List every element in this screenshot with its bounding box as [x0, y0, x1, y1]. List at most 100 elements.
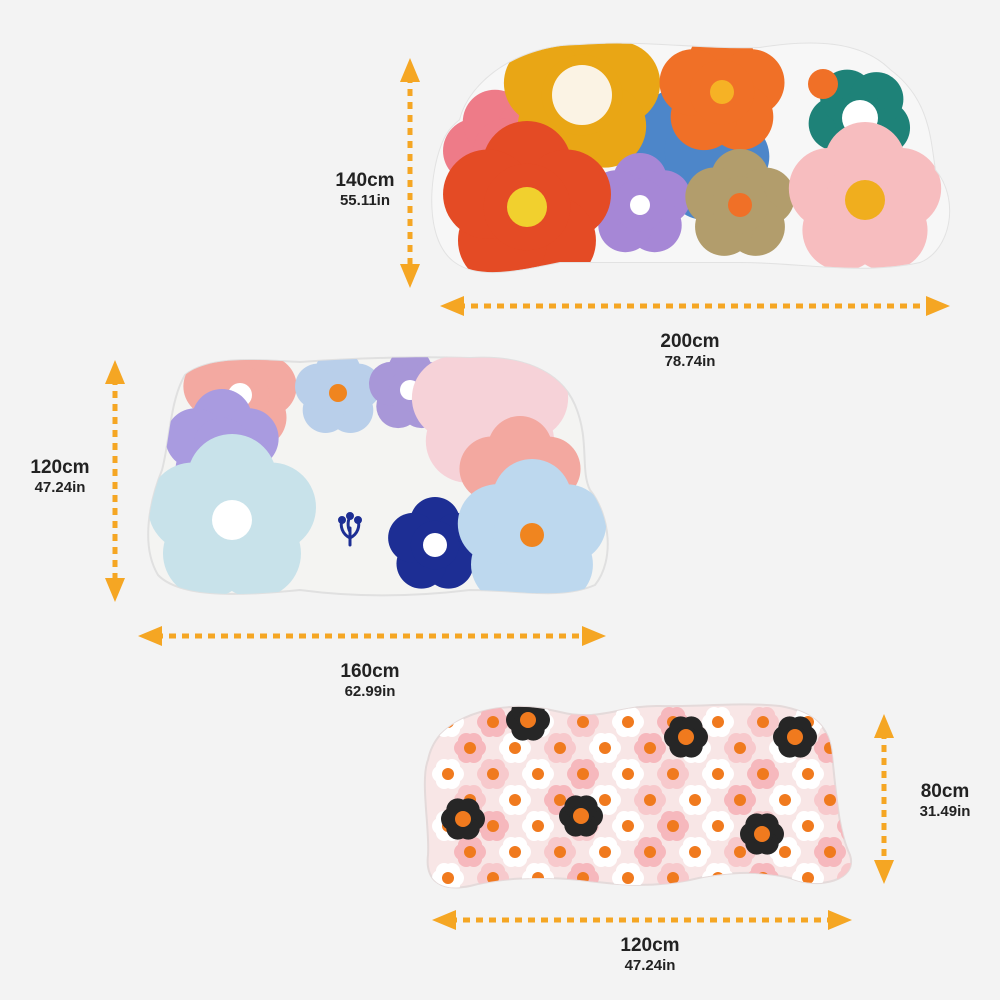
flower-center	[554, 742, 566, 754]
daisy	[499, 837, 531, 867]
daisy	[567, 759, 599, 789]
flower-center	[464, 742, 476, 754]
flower-center	[734, 846, 746, 858]
rug2-height-arrow	[105, 360, 125, 602]
daisy	[657, 863, 689, 888]
daisy	[499, 785, 531, 815]
flower-center	[847, 872, 852, 884]
flower-center	[532, 872, 544, 884]
flower-center	[532, 768, 544, 780]
yellow-flower	[503, 43, 661, 168]
flower-center	[644, 794, 656, 806]
flower-center	[487, 716, 499, 728]
flower-center	[824, 742, 836, 754]
flower-center	[847, 820, 852, 832]
daisy	[702, 707, 734, 737]
rug3-width-label: 120cm 47.24in	[585, 935, 715, 975]
flower-center	[423, 533, 447, 557]
rug3-height-arrow	[874, 714, 894, 884]
flower-center	[757, 768, 769, 780]
rug1-height-cm: 140cm	[335, 170, 395, 191]
flower-center	[869, 742, 881, 754]
daisy	[544, 733, 576, 763]
flower-center	[599, 742, 611, 754]
flower-center	[442, 768, 454, 780]
daisy	[567, 707, 599, 737]
flower-center	[802, 820, 814, 832]
daisy	[634, 837, 666, 867]
daisy	[724, 733, 756, 763]
flower-center	[509, 794, 521, 806]
flower-center	[509, 742, 521, 754]
orange-flower	[659, 43, 785, 151]
flower-center	[757, 716, 769, 728]
rug1-height-label: 140cm 55.11in	[300, 170, 430, 210]
daisy	[702, 863, 734, 888]
flower-center	[622, 716, 634, 728]
flower-center	[869, 846, 881, 858]
flower-center	[845, 180, 885, 220]
flower-center	[509, 846, 521, 858]
daisy	[814, 785, 846, 815]
flower-center	[689, 846, 701, 858]
flower-center	[622, 768, 634, 780]
flower-center	[712, 768, 724, 780]
flower-center	[689, 794, 701, 806]
flower-center	[599, 846, 611, 858]
flower-center	[734, 742, 746, 754]
rug2-height-cm: 120cm	[30, 457, 90, 478]
daisy	[522, 759, 554, 789]
black-daisy	[441, 798, 485, 840]
flower-center	[712, 820, 724, 832]
daisy	[702, 759, 734, 789]
daisy	[612, 759, 644, 789]
daisy	[657, 811, 689, 841]
flower-center	[622, 820, 634, 832]
rug3-height-label: 80cm 31.49in	[895, 781, 995, 821]
flower-center	[554, 846, 566, 858]
flower-center	[577, 768, 589, 780]
purple-flower	[589, 153, 691, 253]
rug-daisy-pattern	[423, 703, 881, 889]
daisy	[837, 707, 852, 737]
rug3-height-in: 31.49in	[919, 803, 971, 820]
sprout-motif	[338, 512, 362, 547]
daisy	[724, 837, 756, 867]
flower-center	[487, 768, 499, 780]
flower-center	[667, 820, 679, 832]
flower-center	[712, 872, 724, 884]
daisy	[454, 733, 486, 763]
daisy	[589, 837, 621, 867]
flower-center	[734, 794, 746, 806]
rug3-width-arrow	[432, 910, 852, 930]
daisy	[432, 863, 464, 888]
daisy	[544, 837, 576, 867]
daisy	[657, 759, 689, 789]
flower-center	[847, 768, 852, 780]
rug-pastel-flower-frame	[147, 356, 609, 597]
flower-center	[442, 872, 454, 884]
daisy	[477, 707, 509, 737]
daisy	[814, 733, 846, 763]
rug2-width-arrow	[138, 626, 606, 646]
flower-center	[577, 716, 589, 728]
flower-center	[728, 193, 752, 217]
flower-center	[487, 820, 499, 832]
flower-center	[329, 384, 347, 402]
daisy	[567, 863, 599, 888]
flower-center	[678, 729, 694, 745]
flower-center	[667, 872, 679, 884]
flower-center	[847, 716, 852, 728]
rug2-width-in: 62.99in	[344, 683, 396, 700]
daisy	[679, 837, 711, 867]
daisy	[679, 785, 711, 815]
khaki-flower	[685, 149, 795, 256]
flower-center	[787, 729, 803, 745]
daisy	[589, 733, 621, 763]
light-blue-flower-small	[295, 357, 381, 433]
rug1-width-arrow	[440, 296, 950, 316]
flower-center	[532, 820, 544, 832]
rug2-height-label: 120cm 47.24in	[5, 457, 115, 497]
